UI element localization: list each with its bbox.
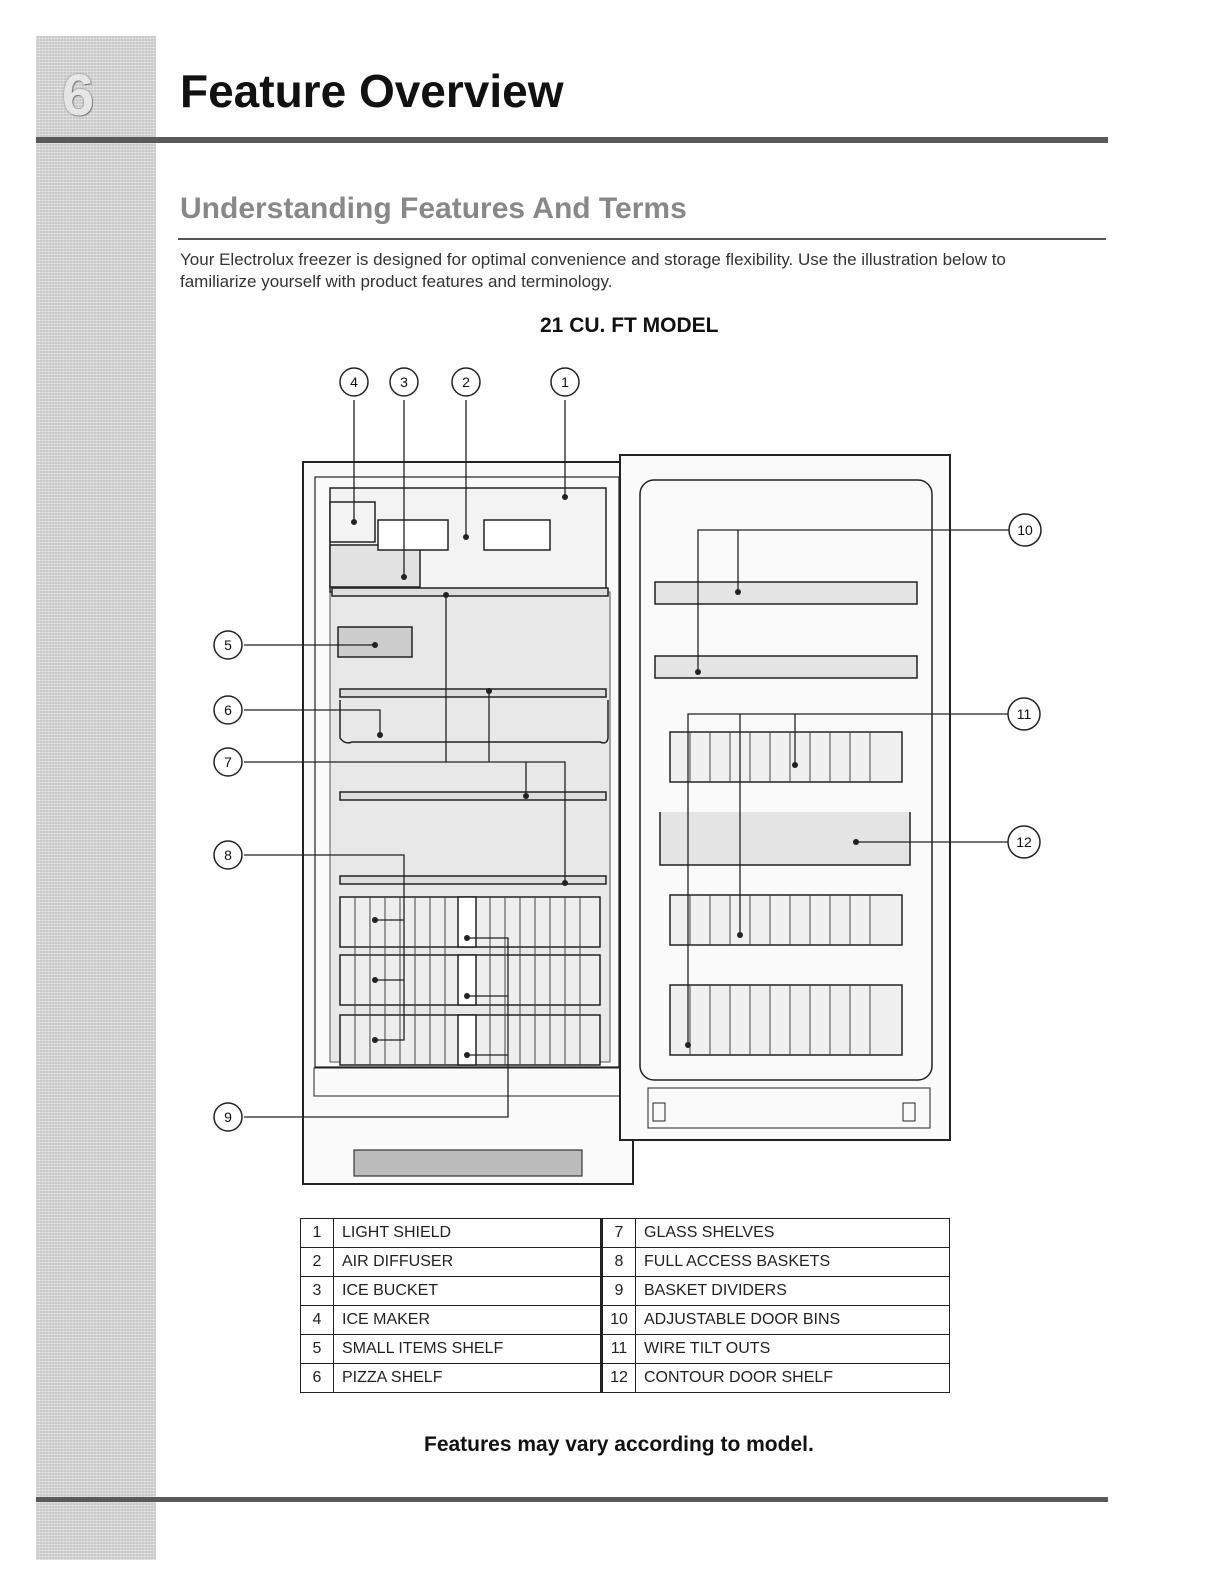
pizza-shelf	[339, 700, 609, 744]
model-title: 21 CU. FT MODEL	[540, 314, 719, 337]
door-bins	[654, 581, 918, 679]
leader-lines	[244, 400, 1009, 1118]
callout-2	[451, 367, 481, 397]
basket-wires	[354, 897, 581, 1065]
legend-label: SMALL ITEMS SHELF	[333, 1334, 602, 1364]
table-row: 3 ICE BUCKET 9 BASKET DIVIDERS	[300, 1276, 950, 1306]
chapter-number: 6	[61, 63, 95, 128]
top-unit	[329, 487, 607, 593]
legend-num: 11	[600, 1334, 636, 1364]
callout-11	[1007, 697, 1041, 731]
legend-label: ICE BUCKET	[333, 1276, 602, 1306]
glass-shelves	[331, 587, 609, 885]
legend-num: 7	[600, 1218, 636, 1248]
leader-dots	[351, 494, 859, 1058]
legend-label: AIR DIFFUSER	[333, 1247, 602, 1277]
legend-num: 6	[300, 1363, 334, 1393]
door-wires	[689, 732, 871, 1055]
table-row: 6 PIZZA SHELF 12 CONTOUR DOOR SHELF	[300, 1363, 950, 1393]
callout-9	[213, 1102, 243, 1132]
callout-7-label: 7	[224, 754, 232, 770]
callout-10-label: 10	[1017, 522, 1033, 538]
callout-5	[213, 630, 243, 660]
header-rule	[36, 137, 1108, 143]
legend-num: 5	[300, 1334, 334, 1364]
legend-label: CONTOUR DOOR SHELF	[635, 1363, 950, 1393]
section-rule	[178, 238, 1106, 240]
legend-num: 8	[600, 1247, 636, 1277]
legend-num: 1	[300, 1218, 334, 1248]
basket-dividers	[457, 896, 477, 1066]
legend-label: WIRE TILT OUTS	[635, 1334, 950, 1364]
callout-1	[550, 367, 580, 397]
callout-3	[389, 367, 419, 397]
legend-num: 2	[300, 1247, 334, 1277]
callout-9-label: 9	[224, 1109, 232, 1125]
legend-label: FULL ACCESS BASKETS	[635, 1247, 950, 1277]
footer-note: Features may vary according to model.	[424, 1433, 814, 1456]
table-row: 4 ICE MAKER 10 ADJUSTABLE DOOR BINS	[300, 1305, 950, 1335]
contour-door-shelf	[659, 812, 911, 866]
callout-6	[213, 695, 243, 725]
callout-2-label: 2	[462, 374, 470, 390]
callout-12	[1007, 825, 1041, 859]
callout-3-label: 3	[400, 374, 408, 390]
legend-label: GLASS SHELVES	[635, 1218, 950, 1248]
callout-4-label: 4	[350, 374, 358, 390]
legend-label: ICE MAKER	[333, 1305, 602, 1335]
callout-12-label: 12	[1016, 834, 1032, 850]
legend-num: 9	[600, 1276, 636, 1306]
legend-num: 10	[600, 1305, 636, 1335]
legend-table: 1 LIGHT SHIELD 7 GLASS SHELVES 2 AIR DIF…	[300, 1218, 950, 1393]
door-wire-tiltouts	[669, 731, 903, 1056]
table-row: 5 SMALL ITEMS SHELF 11 WIRE TILT OUTS	[300, 1334, 950, 1364]
callout-6-label: 6	[224, 702, 232, 718]
legend-num: 4	[300, 1305, 334, 1335]
table-row: 1 LIGHT SHIELD 7 GLASS SHELVES	[300, 1218, 950, 1248]
callout-1-label: 1	[561, 374, 569, 390]
footer-rule	[36, 1497, 1108, 1502]
intro-text: Your Electrolux freezer is designed for …	[180, 250, 1006, 291]
legend-label: ADJUSTABLE DOOR BINS	[635, 1305, 950, 1335]
callout-4	[339, 367, 369, 397]
legend-label: LIGHT SHIELD	[333, 1218, 602, 1248]
callout-11-label: 11	[1017, 706, 1032, 722]
callout-8	[213, 840, 243, 870]
legend-num: 3	[300, 1276, 334, 1306]
legend-label: BASKET DIVIDERS	[635, 1276, 950, 1306]
callout-10	[1008, 513, 1042, 547]
page-title: Feature Overview	[180, 65, 564, 117]
callout-5-label: 5	[224, 637, 232, 653]
legend-num: 12	[600, 1363, 636, 1393]
section-heading: Understanding Features And Terms	[180, 192, 687, 225]
callout-7	[213, 747, 243, 777]
freezer-diagram: 1 2 3 4 5 6 7 8 9 10 11 12	[213, 367, 1042, 1185]
side-bar	[36, 36, 156, 1560]
legend-label: PIZZA SHELF	[333, 1363, 602, 1393]
callout-8-label: 8	[224, 847, 232, 863]
table-row: 2 AIR DIFFUSER 8 FULL ACCESS BASKETS	[300, 1247, 950, 1277]
